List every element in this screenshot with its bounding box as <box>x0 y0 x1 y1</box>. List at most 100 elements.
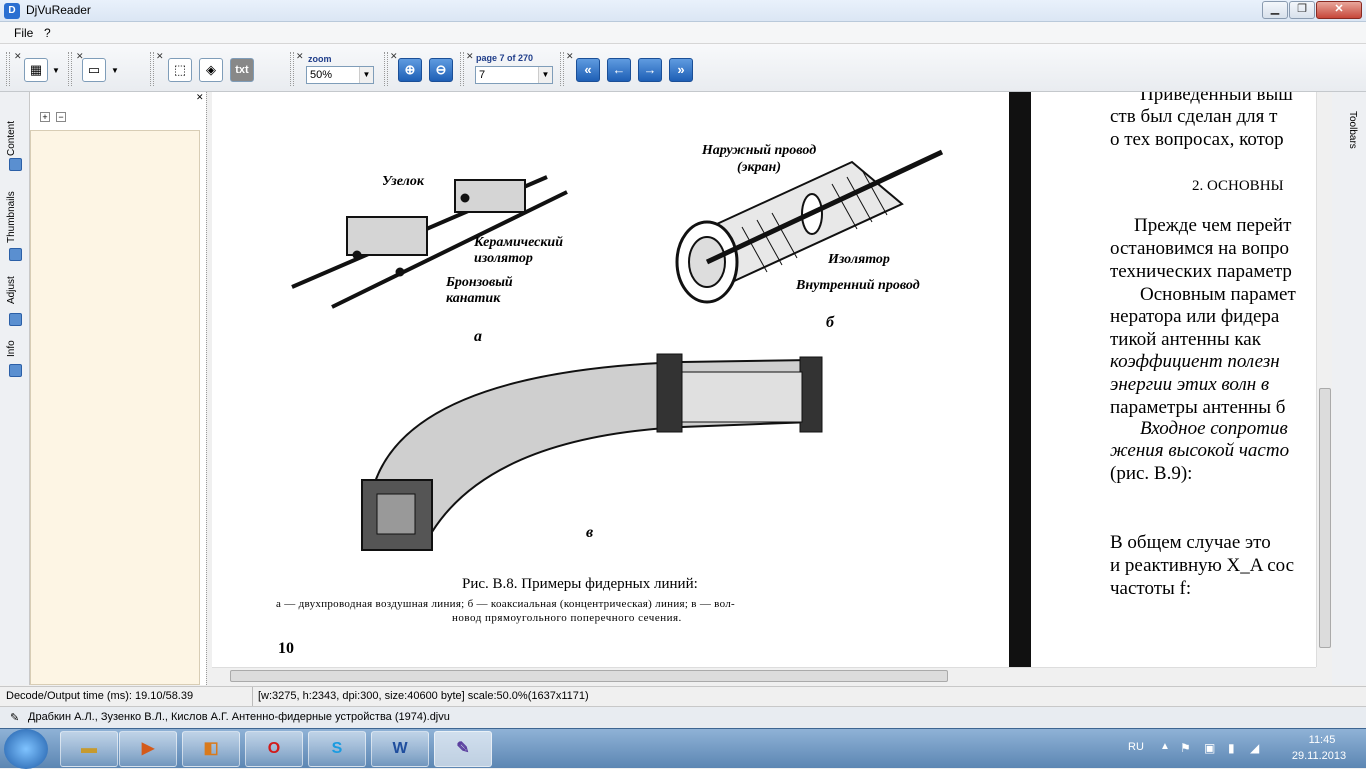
toolbar: ✕ ▦ ▼ ✕ ▭ ▼ ✕ ⬚ ◈ txt ✕ zoom 50% ▼ ✕ ⊕ ⊖… <box>0 44 1366 92</box>
toolbar-close-icon[interactable]: ✕ <box>466 51 474 61</box>
page-select[interactable]: 7 ▼ <box>475 66 553 84</box>
menu-bar: File ? <box>0 22 1366 44</box>
label-uzelok: Узелок <box>382 174 424 189</box>
djvu-icon: D <box>4 3 20 19</box>
toolbar-grip[interactable] <box>150 52 154 86</box>
text-line: энергии этих волн в <box>1110 374 1270 395</box>
page-gutter <box>1009 92 1031 667</box>
word-icon[interactable]: W <box>371 731 429 767</box>
vertical-scrollbar[interactable] <box>1316 92 1332 667</box>
skype-icon[interactable]: S <box>308 731 366 767</box>
clock-time[interactable]: 11:45 <box>1308 734 1336 746</box>
select-area-icon[interactable]: ⬚ <box>168 58 192 82</box>
toolbar-grip[interactable] <box>560 52 564 86</box>
clock-date[interactable]: 29.11.2013 <box>1291 750 1347 762</box>
device-icon[interactable]: ▣ <box>1204 741 1216 755</box>
document-view[interactable]: Узелок Керамический изолятор Бронзовый к… <box>212 92 1316 667</box>
status-bar: Decode/Output time (ms): 19.10/58.39 [w:… <box>0 686 1366 707</box>
toolbar-grip[interactable] <box>460 52 464 86</box>
first-page-button[interactable]: « <box>576 58 600 82</box>
content-panel: ✕ + − <box>30 92 206 685</box>
tab-toolbars[interactable]: Toolbars <box>1347 111 1358 149</box>
label-insulator: Изолятор <box>828 252 890 267</box>
page-icon[interactable]: ▭ <box>82 58 106 82</box>
section-heading: 2. ОСНОВНЫ <box>1192 178 1284 194</box>
toolbar-close-icon[interactable]: ✕ <box>390 51 398 61</box>
volume-icon[interactable]: ◢ <box>1250 741 1260 755</box>
waveguide-figure <box>361 353 823 551</box>
toolbar-close-icon[interactable]: ✕ <box>76 51 84 61</box>
taskbar: ▬ ▶ ◧ O S W ✎ RU ▲ ⚑ ▣ ▮ ◢ 11:45 29.11.2… <box>0 728 1366 769</box>
panel-splitter[interactable] <box>206 92 212 685</box>
label-bronze-cable: Бронзовый канатик <box>446 275 513 306</box>
installer-icon[interactable]: ◧ <box>182 731 240 767</box>
maximize-button[interactable]: ❐ <box>1289 1 1315 19</box>
zoom-select[interactable]: 50% ▼ <box>306 66 374 84</box>
vertical-scroll-thumb[interactable] <box>1319 388 1331 648</box>
text-line: тикой антенны как <box>1110 329 1261 350</box>
chevron-down-icon[interactable]: ▼ <box>359 67 373 83</box>
figure-caption-line1: а — двухпроводная воздушная линия; б — к… <box>276 598 736 610</box>
explorer-icon[interactable]: ▬ <box>60 731 118 767</box>
zoom-out-button[interactable]: ⊖ <box>429 58 453 82</box>
toolbar-close-icon[interactable]: ✕ <box>566 51 574 61</box>
text-line: Прежде чем перейт <box>1134 215 1292 236</box>
close-button[interactable]: ✕ <box>1316 1 1362 19</box>
tab-adjust[interactable]: Adjust <box>6 276 17 304</box>
tray-expand-icon[interactable]: ▲ <box>1160 741 1170 752</box>
action-center-icon[interactable]: ⚑ <box>1180 741 1191 755</box>
figure-caption-line2: новод прямоугольного поперечного сечения… <box>452 612 682 624</box>
wrench-icon[interactable] <box>9 313 22 326</box>
toolbar-grip[interactable] <box>68 52 72 86</box>
toolbar-close-icon[interactable]: ✕ <box>14 51 22 61</box>
panel-close-icon[interactable]: ✕ <box>196 92 204 102</box>
content-tree[interactable] <box>30 130 200 685</box>
prev-page-button[interactable]: ← <box>607 58 631 82</box>
djvureader-icon[interactable]: ✎ <box>434 731 492 767</box>
document-name[interactable]: Драбкин А.Л., Зузенко В.Л., Кислов А.Г. … <box>28 711 450 723</box>
tab-thumbnails[interactable]: Thumbnails <box>6 191 17 243</box>
layout-icon[interactable]: ▦ <box>24 58 48 82</box>
toolbar-grip[interactable] <box>384 52 388 86</box>
toolbar-grip[interactable] <box>290 52 294 86</box>
horizontal-scroll-thumb[interactable] <box>230 670 948 682</box>
toolbar-grip[interactable] <box>6 52 10 86</box>
info-icon[interactable] <box>9 364 22 377</box>
expand-all-icon[interactable]: + <box>40 112 50 122</box>
toolbar-close-icon[interactable]: ✕ <box>296 51 304 61</box>
label-b: б <box>826 314 834 331</box>
content-icon[interactable] <box>9 158 22 171</box>
toolbar-close-icon[interactable]: ✕ <box>156 51 164 61</box>
menu-file[interactable]: File <box>14 26 34 40</box>
zoom-label: zoom <box>308 54 332 64</box>
network-icon[interactable]: ▮ <box>1228 741 1235 755</box>
tab-info[interactable]: Info <box>6 340 17 358</box>
start-button[interactable] <box>4 729 48 769</box>
last-page-button[interactable]: » <box>669 58 693 82</box>
media-player-icon[interactable]: ▶ <box>119 731 177 767</box>
opera-icon[interactable]: O <box>245 731 303 767</box>
chevron-down-icon[interactable]: ▼ <box>111 66 119 75</box>
text-line: Входное сопротив <box>1140 418 1288 439</box>
window-title: DjVuReader <box>26 3 91 17</box>
collapse-all-icon[interactable]: − <box>56 112 66 122</box>
page-value: 7 <box>479 69 486 81</box>
coaxial-line-figure <box>675 149 944 304</box>
pin-icon[interactable]: ✎ <box>10 712 20 724</box>
document-bar: ✎ Драбкин А.Л., Зузенко В.Л., Кислов А.Г… <box>0 706 1366 728</box>
minimize-button[interactable]: ▁ <box>1262 1 1288 19</box>
text-mode-button[interactable]: txt <box>230 58 254 82</box>
horizontal-scrollbar[interactable] <box>212 667 1316 685</box>
next-page-button[interactable]: → <box>638 58 662 82</box>
image-icon[interactable]: ◈ <box>199 58 223 82</box>
text-line: коэффициент полезн <box>1110 351 1280 372</box>
chevron-down-icon[interactable]: ▼ <box>52 66 60 75</box>
language-indicator[interactable]: RU <box>1128 741 1144 753</box>
right-tab-strip: Toolbars <box>1332 92 1366 685</box>
thumbnails-icon[interactable] <box>9 248 22 261</box>
label-a: а <box>474 328 482 345</box>
zoom-in-button[interactable]: ⊕ <box>398 58 422 82</box>
menu-help[interactable]: ? <box>44 26 51 40</box>
chevron-down-icon[interactable]: ▼ <box>538 67 552 83</box>
text-line: (рис. В.9): <box>1110 463 1193 484</box>
